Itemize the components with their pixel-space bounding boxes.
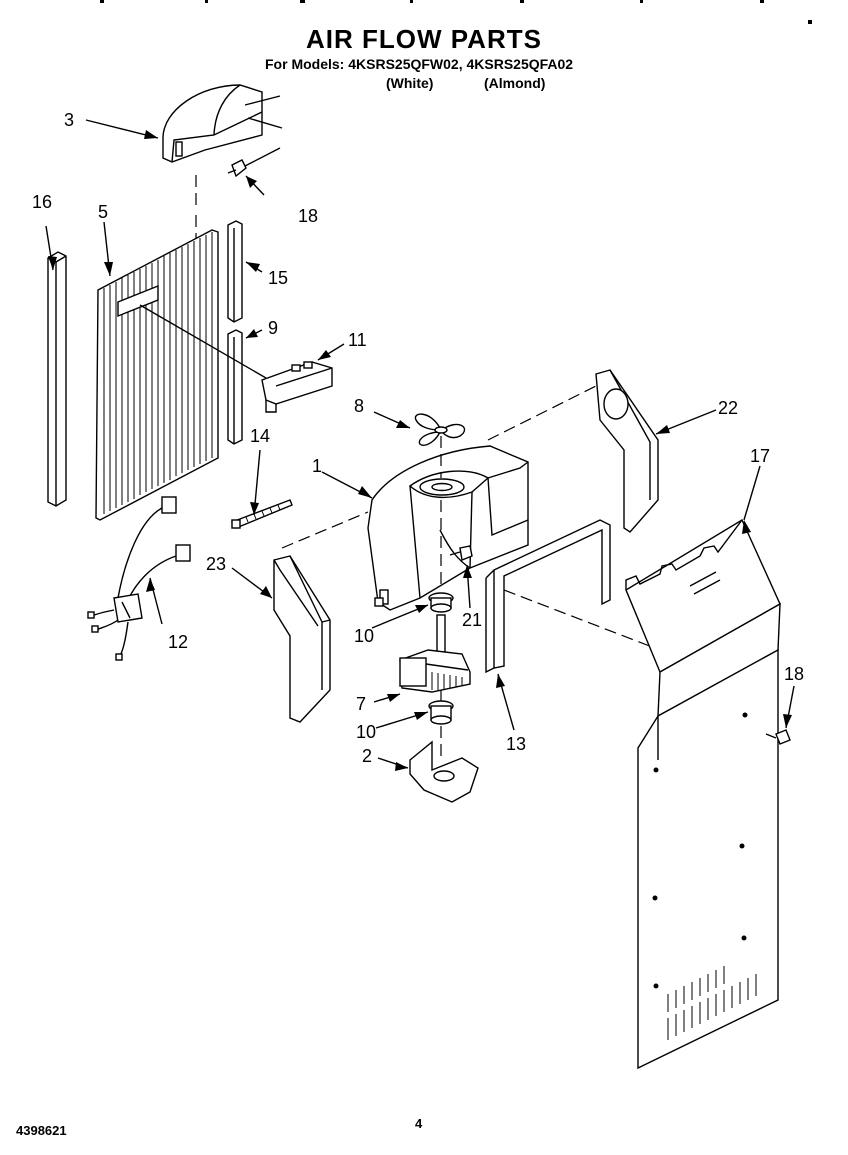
callout-10-lower: 10 <box>356 722 376 742</box>
callout-3: 3 <box>64 110 74 130</box>
callout-12: 12 <box>168 632 188 652</box>
callout-21: 21 <box>462 610 482 630</box>
models-line: For Models: 4KSRS25QFW02, 4KSRS25QFA02 <box>265 56 574 72</box>
callout-23: 23 <box>206 554 226 574</box>
top-edge-marks <box>100 0 812 24</box>
callout-14: 14 <box>250 426 270 446</box>
part-12-wire-harness <box>87 496 191 661</box>
part-10-grommet-upper <box>428 500 454 613</box>
callout-10-upper: 10 <box>354 626 374 646</box>
part-21-screw <box>449 545 473 561</box>
callout-18-side: 18 <box>784 664 804 684</box>
part-8-fan-blade <box>414 413 466 478</box>
callout-17: 17 <box>750 446 770 466</box>
callout-9: 9 <box>268 318 278 338</box>
color-almond-label: (Almond) <box>484 75 546 91</box>
part-7-fan-motor <box>399 614 471 702</box>
callout-13: 13 <box>506 734 526 754</box>
part-13-u-seal <box>485 519 661 674</box>
leader-arrowheads <box>48 130 792 771</box>
part-9-foam-strip <box>227 329 243 445</box>
part-16-foam-strip <box>47 251 67 507</box>
part-10-grommet-lower <box>428 700 454 760</box>
part-18-screw-top <box>227 147 281 178</box>
callout-5: 5 <box>98 202 108 222</box>
part-23-side-panel <box>273 555 331 723</box>
part-18-screw-side <box>765 729 791 745</box>
callout-22: 22 <box>718 398 738 418</box>
callout-11: 11 <box>348 330 367 350</box>
callout-16: 16 <box>32 192 52 212</box>
part-11-bracket <box>261 361 333 413</box>
callout-15: 15 <box>268 268 288 288</box>
part-17-air-duct-panel <box>625 518 781 1070</box>
guide-line-23 <box>281 511 369 549</box>
callout-18-upper: 18 <box>298 206 318 226</box>
diagram-title: AIR FLOW PARTS <box>306 24 542 54</box>
callout-1: 1 <box>312 456 322 476</box>
guide-line-22 <box>487 384 599 441</box>
callout-labels: 1 2 3 5 7 8 9 10 10 11 12 13 14 15 16 17… <box>32 110 804 766</box>
callout-2: 2 <box>362 746 372 766</box>
part-2-motor-bracket <box>409 740 479 803</box>
callout-7: 7 <box>356 694 366 714</box>
part-15-foam-strip <box>227 220 243 323</box>
part-3-duct-cover <box>162 84 283 163</box>
color-white-label: (White) <box>386 75 434 91</box>
part-5-evaporator-grille <box>95 175 267 521</box>
document-code: 4398621 <box>16 1123 67 1138</box>
part-22-bracket <box>595 369 659 533</box>
page-number: 4 <box>415 1116 423 1131</box>
part-1-fan-housing <box>367 445 529 611</box>
part-14-cable-tie <box>230 499 293 529</box>
callout-8: 8 <box>354 396 364 416</box>
